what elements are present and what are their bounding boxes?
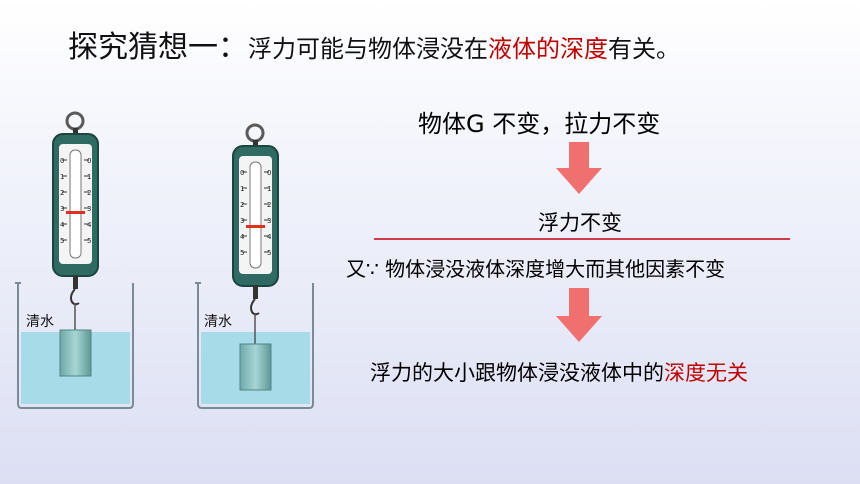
reasoning-step3: 又∵ 物体浸没液体深度增大而其他因素不变 xyxy=(346,257,726,281)
reasoning-step2: 浮力不变 xyxy=(538,211,622,235)
right-ring-icon xyxy=(245,123,265,143)
right-tick-0r: 0 xyxy=(267,169,271,177)
left-ring-icon xyxy=(65,111,85,131)
left-tick-3r: 3 xyxy=(87,205,91,213)
divider-line xyxy=(374,238,790,240)
right-tick-2r: 2 xyxy=(267,201,271,209)
right-tick-1: 1 xyxy=(240,185,244,193)
left-tick-2: 2 xyxy=(60,189,64,197)
right-tick-1r: 1 xyxy=(267,185,271,193)
left-setup: 清水 0 1 2 3 4 xyxy=(15,111,134,409)
right-tick-0: 0 xyxy=(240,169,244,177)
reasoning-step1: 物体G 不变，拉力不变 xyxy=(418,110,661,138)
conclusion-highlight: 深度无关 xyxy=(664,361,748,385)
left-tick-5: 5 xyxy=(60,237,64,245)
left-cylinder-object xyxy=(59,329,92,377)
right-tick-3: 3 xyxy=(240,217,244,225)
right-tick-2: 2 xyxy=(240,201,244,209)
conclusion: 浮力的大小跟物体浸没液体中的深度无关 xyxy=(370,357,748,387)
left-tick-4: 4 xyxy=(60,221,65,229)
left-tick-1: 1 xyxy=(60,173,64,181)
left-spring-scale: 0 1 2 3 4 5 0 1 2 3 4 5 xyxy=(52,111,99,330)
left-hook-icon xyxy=(70,288,80,306)
down-arrow-icon xyxy=(556,142,602,194)
right-tick-5: 5 xyxy=(240,249,244,257)
left-tick-3: 3 xyxy=(60,205,64,213)
right-water-label: 清水 xyxy=(204,314,232,330)
right-hook-icon xyxy=(250,298,260,316)
slide-title: 探究猜想一：浮力可能与物体浸没在液体的深度有关。 xyxy=(68,22,680,66)
conclusion-text: 浮力的大小跟物体浸没液体中的 xyxy=(370,361,664,385)
right-tick-3r: 3 xyxy=(267,217,271,225)
left-tick-5r: 5 xyxy=(87,237,91,245)
right-tick-4: 4 xyxy=(240,233,245,241)
title-part4: 有关。 xyxy=(608,35,680,63)
left-tick-0r: 0 xyxy=(87,157,91,165)
right-spring-scale: 0 1 2 3 4 5 0 1 2 3 4 5 xyxy=(232,123,279,344)
right-tick-4r: 4 xyxy=(267,233,272,241)
right-setup: 清水 0 1 2 3 4 5 0 xyxy=(195,123,314,409)
title-part2: 浮力可能与物体浸没在 xyxy=(248,35,488,63)
title-part1: 探究猜想一： xyxy=(68,30,248,65)
down-arrow-icon-2 xyxy=(556,288,602,342)
right-pointer xyxy=(246,225,265,228)
right-cylinder-object xyxy=(239,343,272,391)
left-water-label: 清水 xyxy=(26,314,54,330)
left-tick-4r: 4 xyxy=(87,221,92,229)
left-tick-1r: 1 xyxy=(87,173,91,181)
left-tick-2r: 2 xyxy=(87,189,91,197)
left-tick-0: 0 xyxy=(60,157,64,165)
left-pointer xyxy=(66,211,85,214)
title-part3-highlight: 液体的深度 xyxy=(488,35,608,63)
right-tick-5r: 5 xyxy=(267,249,271,257)
